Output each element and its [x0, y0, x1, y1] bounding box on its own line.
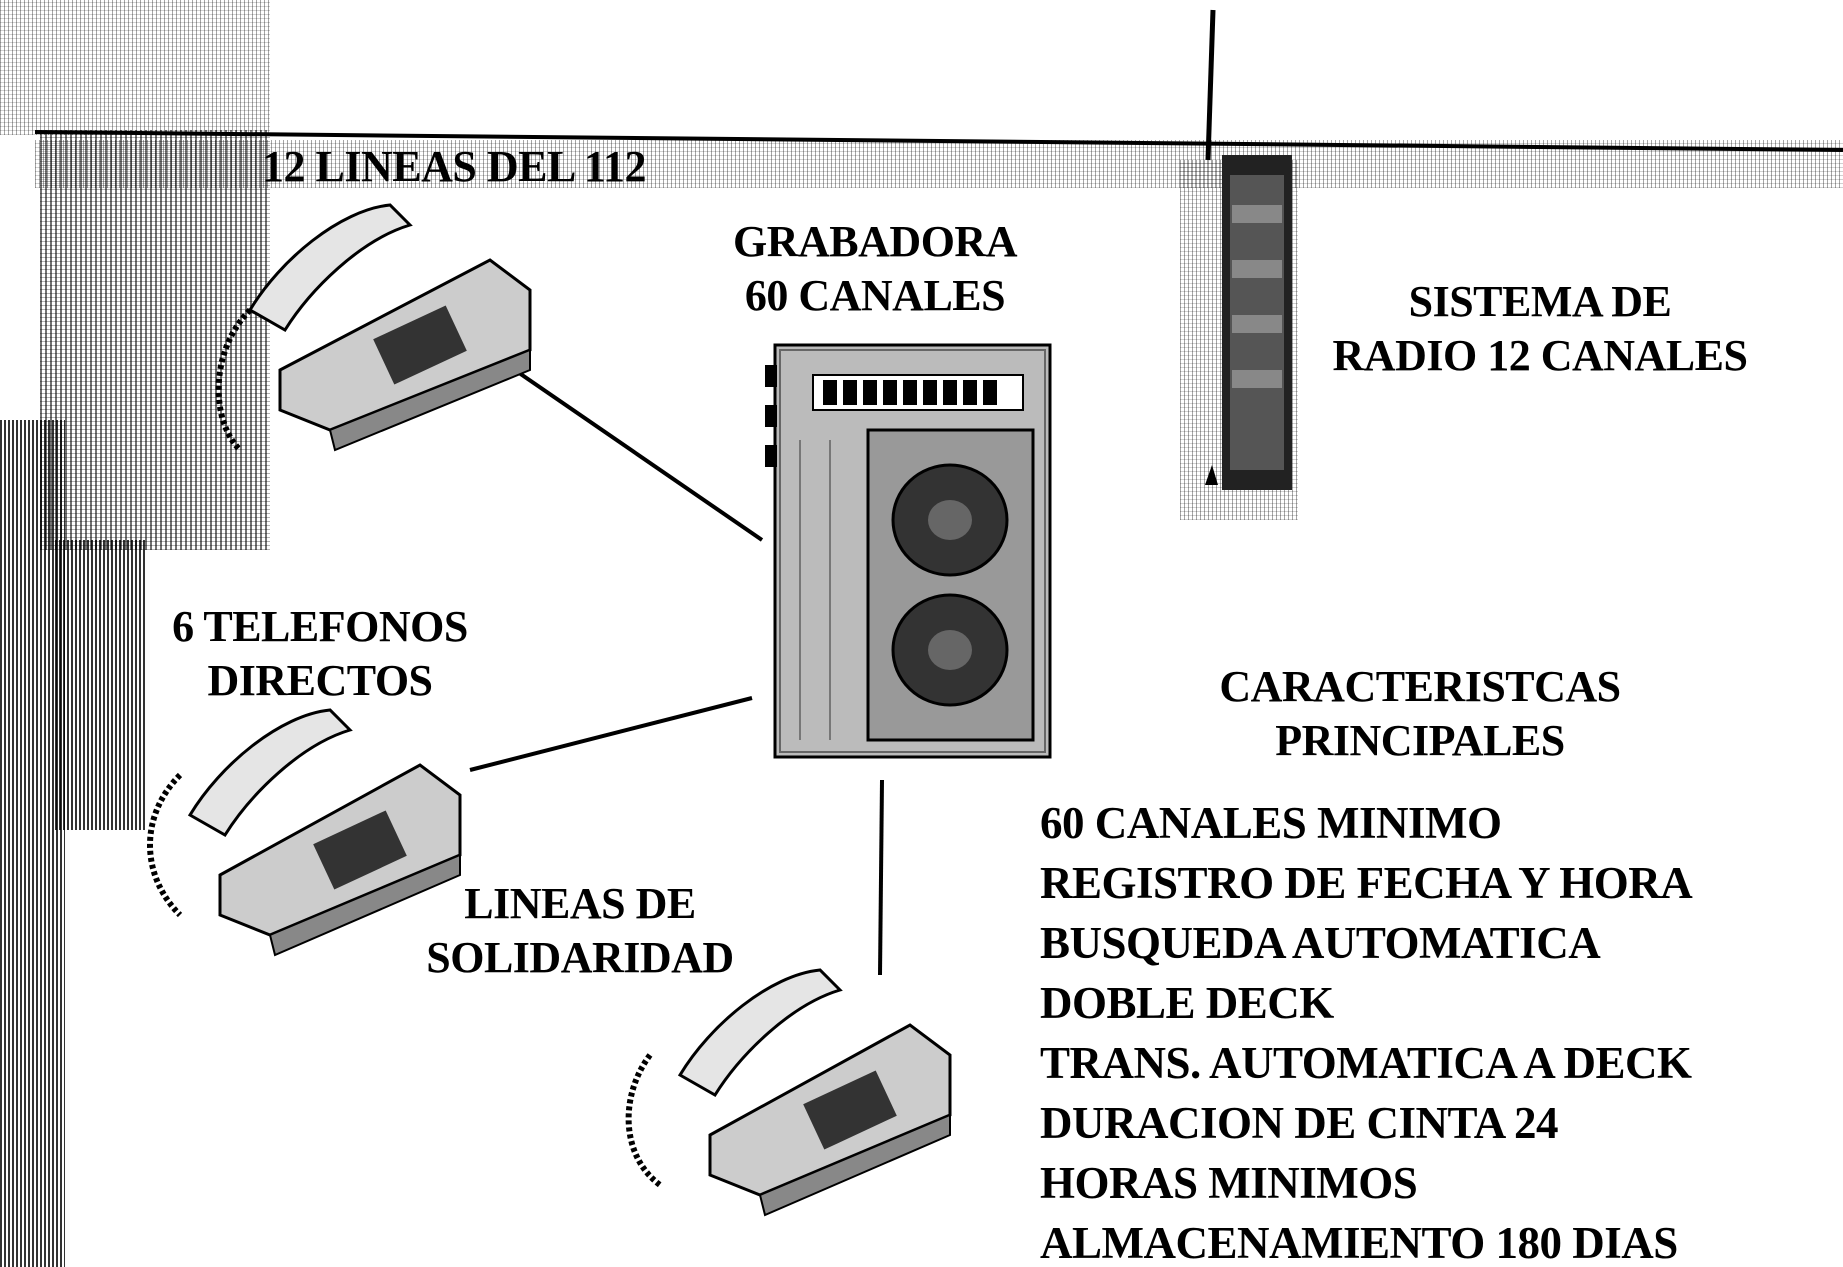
link-phone3-recorder — [878, 779, 884, 976]
radio-unit-icon — [1205, 155, 1292, 490]
feature-item: HORAS MINIMOS — [1040, 1158, 1418, 1208]
radio-label-line2: RADIO 12 CANALES — [1332, 331, 1748, 380]
feature-item: ALMACENAMIENTO 180 DIAS — [1040, 1218, 1678, 1267]
telephone-icon — [215, 203, 532, 453]
antenna-line — [1205, 9, 1216, 161]
telephone-icon — [147, 708, 462, 957]
solidarity-line1: LINEAS DE — [464, 879, 696, 928]
recorder-label-line2: 60 CANALES — [744, 271, 1006, 320]
feature-item: REGISTRO DE FECHA Y HORA — [1040, 858, 1693, 908]
link-phone2-recorder — [469, 696, 753, 772]
feature-item: 60 CANALES MINIMO — [1040, 798, 1502, 848]
lines-112-label: 12 LINEAS DEL 112 — [262, 142, 646, 191]
features-title-line2: PRINCIPALES — [1275, 716, 1565, 765]
direct-phones-label: 6 TELEFONOS DIRECTOS — [140, 600, 500, 708]
features-list: 60 CANALES MINIMO REGISTRO DE FECHA Y HO… — [1040, 793, 1693, 1267]
features-title-line1: CARACTERISTCAS — [1219, 662, 1621, 711]
link-phone1-recorder — [491, 353, 764, 542]
left-hatch-strip — [0, 420, 65, 1267]
features-title: CARACTERISTCAS PRINCIPALES — [1180, 660, 1660, 768]
recorder-label-line1: GRABADORA — [733, 217, 1017, 266]
feature-item: DOBLE DECK — [1040, 978, 1334, 1028]
radio-label: SISTEMA DE RADIO 12 CANALES — [1280, 275, 1800, 383]
recorder-label: GRABADORA 60 CANALES — [700, 215, 1050, 323]
direct-phones-line2: DIRECTOS — [207, 656, 433, 705]
left-hatch-band — [0, 0, 270, 135]
feature-item: BUSQUEDA AUTOMATICA — [1040, 918, 1601, 968]
feature-item: TRANS. AUTOMATICA A DECK — [1040, 1038, 1692, 1088]
left-hatch-band-low — [55, 540, 145, 830]
radio-label-line1: SISTEMA DE — [1408, 277, 1672, 326]
solidarity-label: LINEAS DE SOLIDARIDAD — [410, 877, 750, 985]
feature-item: DURACION DE CINTA 24 — [1040, 1098, 1558, 1148]
tape-recorder-icon — [765, 343, 1052, 759]
direct-phones-line1: 6 TELEFONOS — [172, 602, 468, 651]
trunk-line — [34, 130, 1843, 152]
telephone-icon — [625, 968, 952, 1217]
solidarity-line2: SOLIDARIDAD — [426, 933, 734, 982]
